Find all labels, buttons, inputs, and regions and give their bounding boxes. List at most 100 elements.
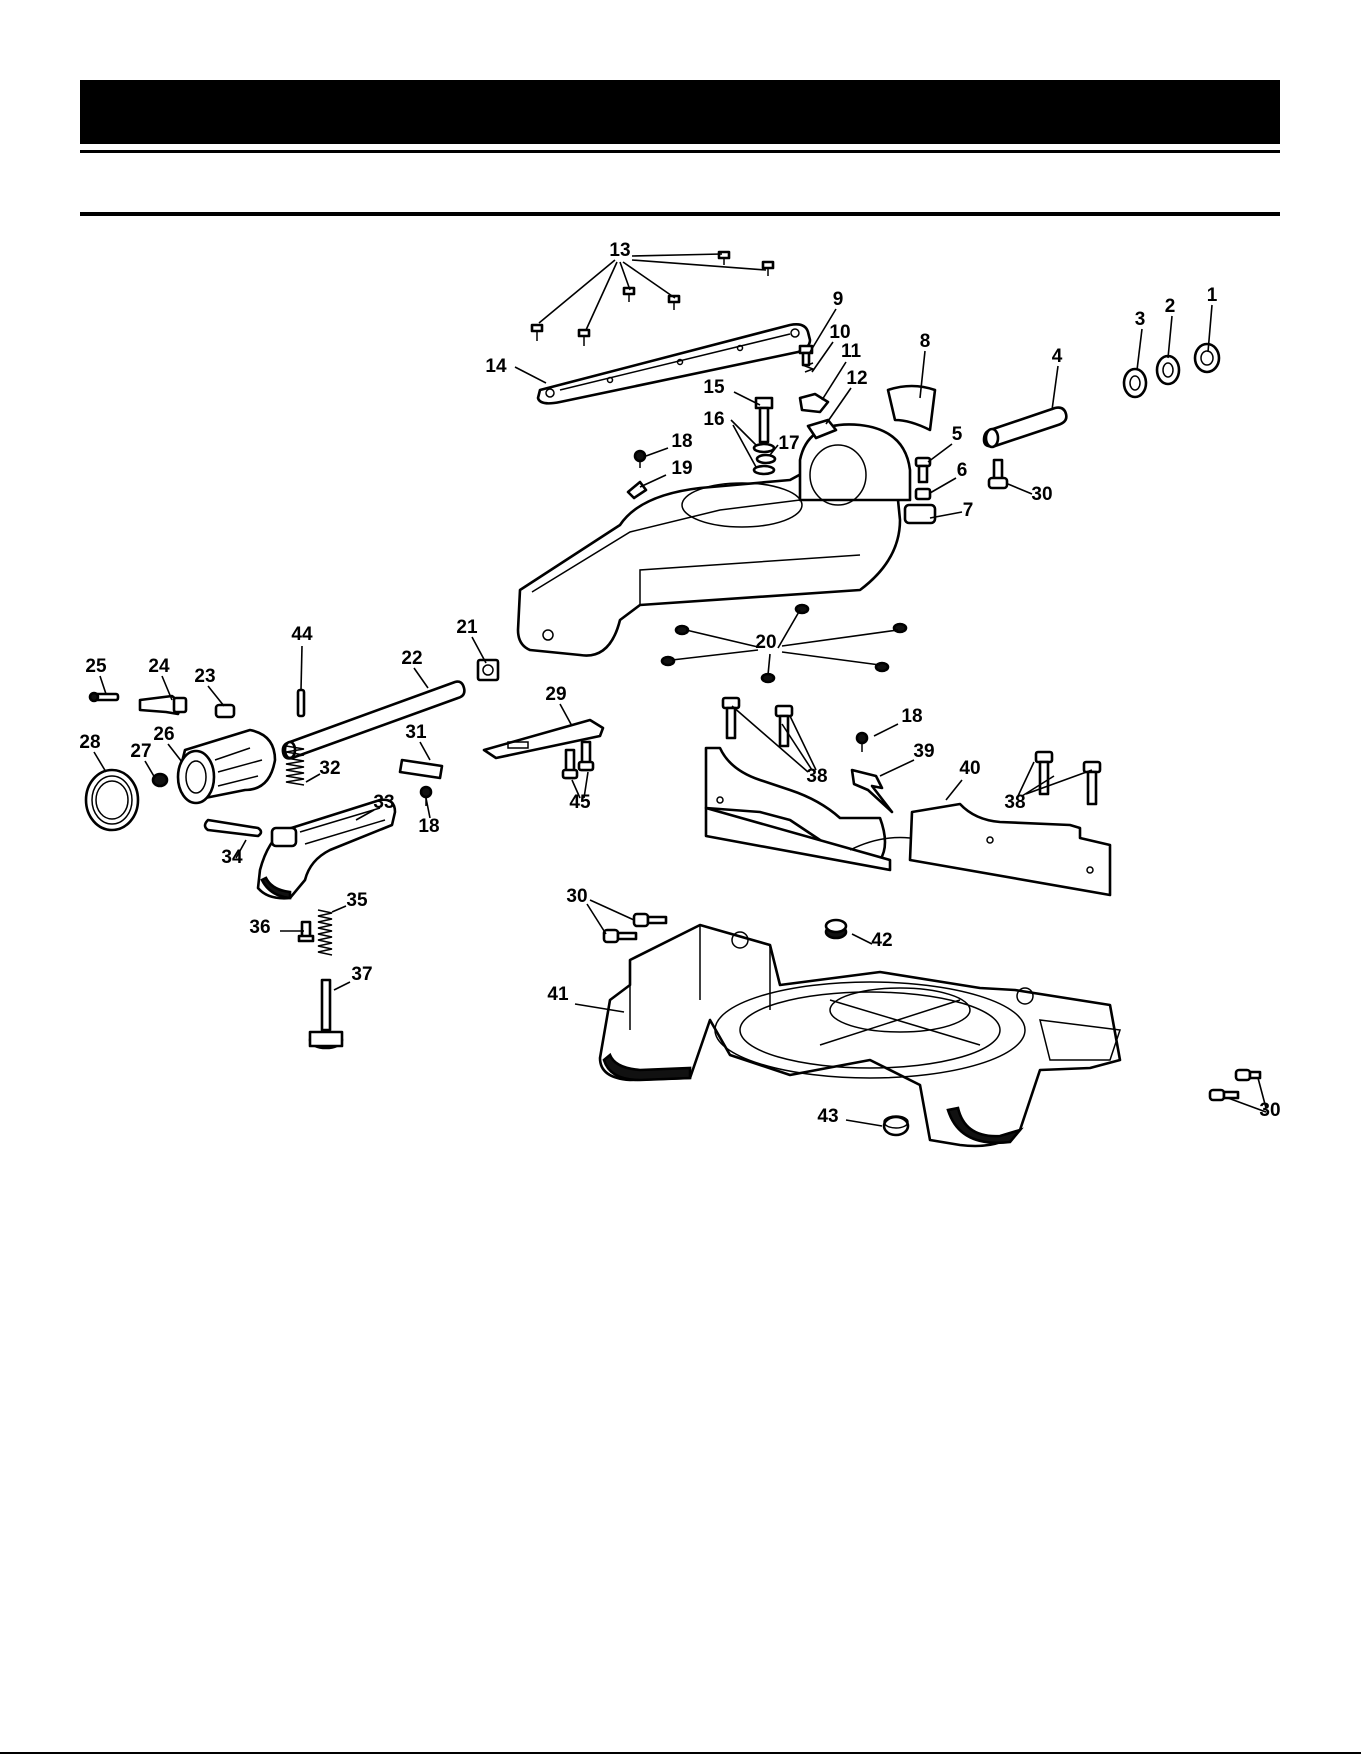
part-27-screw bbox=[153, 774, 167, 786]
leader-line bbox=[100, 676, 106, 694]
leader-line bbox=[946, 780, 962, 800]
leader-line bbox=[733, 425, 756, 467]
callout-number: 42 bbox=[871, 930, 892, 951]
callout-20: 20 bbox=[672, 610, 898, 675]
part-17-washer bbox=[757, 455, 775, 463]
leader-line bbox=[812, 342, 833, 372]
callout-3: 3 bbox=[1135, 309, 1146, 370]
leader-line bbox=[306, 774, 320, 782]
leader-line bbox=[414, 668, 428, 688]
part-23-block bbox=[216, 705, 234, 717]
callout-30: 30 bbox=[1228, 1078, 1281, 1121]
callout-number: 21 bbox=[456, 617, 478, 638]
callout-4: 4 bbox=[1052, 346, 1063, 410]
callout-number: 23 bbox=[194, 666, 215, 687]
leader-line bbox=[1137, 329, 1142, 370]
callout-number: 38 bbox=[806, 766, 827, 787]
callout-44: 44 bbox=[291, 624, 313, 690]
leader-line bbox=[334, 982, 350, 990]
leader-line bbox=[852, 934, 872, 944]
callout-number: 15 bbox=[703, 377, 725, 398]
leader-line bbox=[640, 475, 666, 487]
callout-2: 2 bbox=[1165, 296, 1176, 358]
callout-22: 22 bbox=[401, 648, 428, 688]
callout-number: 14 bbox=[485, 356, 507, 377]
callout-number: 20 bbox=[755, 632, 776, 653]
callout-number: 19 bbox=[671, 458, 692, 479]
callout-number: 12 bbox=[846, 368, 867, 389]
callout-18: 18 bbox=[646, 431, 693, 456]
callout-19: 19 bbox=[640, 458, 693, 487]
callout-number: 39 bbox=[913, 741, 934, 762]
part-21-square-nut bbox=[478, 660, 498, 680]
callout-23: 23 bbox=[194, 666, 224, 706]
callout-14: 14 bbox=[485, 356, 546, 383]
leader-line bbox=[168, 744, 182, 762]
callout-number: 18 bbox=[418, 816, 439, 837]
callout-number: 13 bbox=[609, 240, 630, 261]
callout-21: 21 bbox=[456, 617, 486, 663]
callout-39: 39 bbox=[880, 741, 935, 776]
callout-32: 32 bbox=[306, 758, 341, 782]
callout-number: 34 bbox=[221, 847, 243, 868]
callout-number: 27 bbox=[130, 741, 151, 762]
callout-number: 33 bbox=[373, 792, 394, 813]
part-35-spring bbox=[318, 910, 332, 955]
callout-number: 17 bbox=[778, 433, 799, 454]
callout-number: 11 bbox=[841, 341, 862, 362]
part-37-adjuster bbox=[310, 980, 342, 1048]
callout-number: 45 bbox=[569, 792, 591, 813]
callout-number: 44 bbox=[291, 624, 313, 645]
callout-number: 4 bbox=[1052, 346, 1063, 367]
part-20-feet bbox=[662, 605, 906, 682]
leader-line bbox=[420, 742, 430, 760]
leader-line bbox=[587, 904, 606, 934]
callout-7: 7 bbox=[930, 500, 973, 521]
callout-25: 25 bbox=[85, 656, 107, 694]
leader-line bbox=[1026, 770, 1092, 794]
callout-number: 3 bbox=[1135, 309, 1146, 330]
callout-number: 43 bbox=[817, 1106, 838, 1127]
leader-line bbox=[874, 724, 898, 736]
leader-line bbox=[928, 444, 952, 462]
part-41-base bbox=[600, 925, 1260, 1146]
part-3-washer bbox=[1124, 369, 1146, 397]
callout-29: 29 bbox=[545, 684, 572, 726]
callout-16: 16 bbox=[703, 409, 756, 467]
callout-24: 24 bbox=[148, 656, 172, 700]
callout-28: 28 bbox=[79, 732, 106, 772]
part-43-nut bbox=[884, 1116, 908, 1135]
callout-5: 5 bbox=[928, 424, 963, 462]
part-art bbox=[86, 252, 1260, 1146]
leader-line bbox=[731, 420, 756, 445]
part-30-bolts-mid bbox=[604, 914, 666, 942]
callout-43: 43 bbox=[817, 1106, 882, 1127]
part-40-fence bbox=[706, 748, 1110, 895]
callout-number: 28 bbox=[79, 732, 100, 753]
callout-36: 36 bbox=[249, 917, 304, 938]
part-33-lever-arm bbox=[258, 800, 395, 899]
callout-number: 35 bbox=[346, 890, 368, 911]
part-42-bushing bbox=[826, 920, 846, 938]
part-18-screw-c bbox=[857, 733, 867, 752]
leader-line bbox=[686, 630, 758, 647]
leader-line bbox=[1168, 316, 1172, 358]
part-18-screw-b bbox=[421, 787, 431, 806]
callout-number: 30 bbox=[566, 886, 587, 907]
callout-18: 18 bbox=[418, 798, 439, 837]
part-8-cover bbox=[888, 386, 935, 430]
leader-line bbox=[822, 362, 846, 400]
callout-30: 30 bbox=[566, 886, 634, 934]
callout-number: 8 bbox=[920, 331, 931, 352]
leader-line bbox=[560, 704, 572, 726]
leader-line bbox=[515, 367, 546, 383]
part-26-knob bbox=[178, 730, 275, 803]
leader-line bbox=[301, 646, 302, 690]
part-18-screw-a bbox=[635, 451, 645, 468]
part-39-clip bbox=[852, 770, 892, 812]
part-19-clip bbox=[628, 482, 646, 498]
footer-rule bbox=[0, 1752, 1361, 1754]
callout-15: 15 bbox=[703, 377, 760, 405]
callout-31: 31 bbox=[405, 722, 430, 760]
